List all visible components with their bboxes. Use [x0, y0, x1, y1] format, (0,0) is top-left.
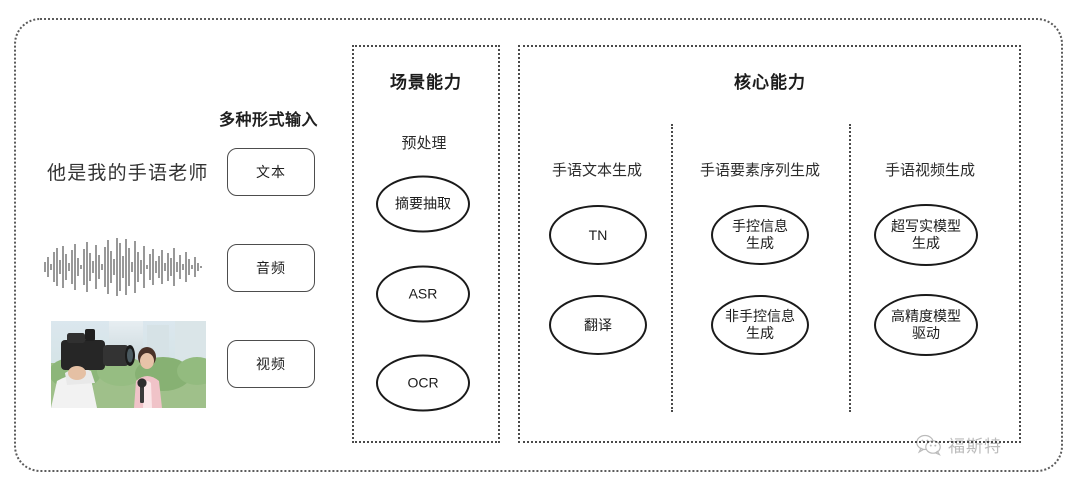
node-photorealistic-model-generation[interactable]: 超写实模型 生成: [874, 204, 978, 266]
core-column-label-sign-video: 手语视频生成: [884, 162, 976, 179]
node-summary-extraction[interactable]: 摘要抽取: [376, 175, 470, 233]
core-column-label-sign-text: 手语文本生成: [551, 162, 643, 179]
input-chip-video-label: 视频: [256, 356, 286, 372]
input-chip-audio-label: 音频: [256, 260, 286, 276]
video-thumbnail-image: [51, 321, 206, 408]
input-chip-video[interactable]: 视频: [227, 340, 315, 388]
core-column-divider-1: [671, 124, 673, 412]
sample-input-text: 他是我的手语老师: [47, 163, 209, 184]
node-manual-info-generation[interactable]: 手控信息 生成: [711, 205, 809, 265]
node-translation[interactable]: 翻译: [549, 295, 647, 355]
input-section-heading: 多种形式输入: [219, 112, 319, 129]
node-high-precision-model-driving[interactable]: 高精度模型 驱动: [874, 294, 978, 356]
input-chip-text-label: 文本: [256, 164, 286, 180]
core-column-divider-2: [849, 124, 851, 412]
scene-capability-box: [352, 45, 500, 443]
input-chip-text[interactable]: 文本: [227, 148, 315, 196]
wechat-bubbles-icon: [916, 434, 941, 456]
core-capability-title: 核心能力: [734, 73, 806, 92]
node-asr[interactable]: ASR: [376, 265, 470, 323]
audio-waveform-icon: [44, 238, 202, 296]
node-tn[interactable]: TN: [549, 205, 647, 265]
watermark: 福斯特: [916, 432, 1002, 457]
input-chip-audio[interactable]: 音频: [227, 244, 315, 292]
node-non-manual-info-generation[interactable]: 非手控信息 生成: [711, 295, 809, 355]
core-column-label-sign-elements: 手语要素序列生成: [699, 162, 821, 179]
scene-capability-title: 场景能力: [390, 73, 462, 92]
node-ocr[interactable]: OCR: [376, 354, 470, 412]
outer-frame: [14, 18, 1063, 472]
scene-group-label-preprocess: 预处理: [401, 135, 447, 152]
watermark-text: 福斯特: [948, 437, 1002, 456]
core-capability-box: [518, 45, 1021, 443]
